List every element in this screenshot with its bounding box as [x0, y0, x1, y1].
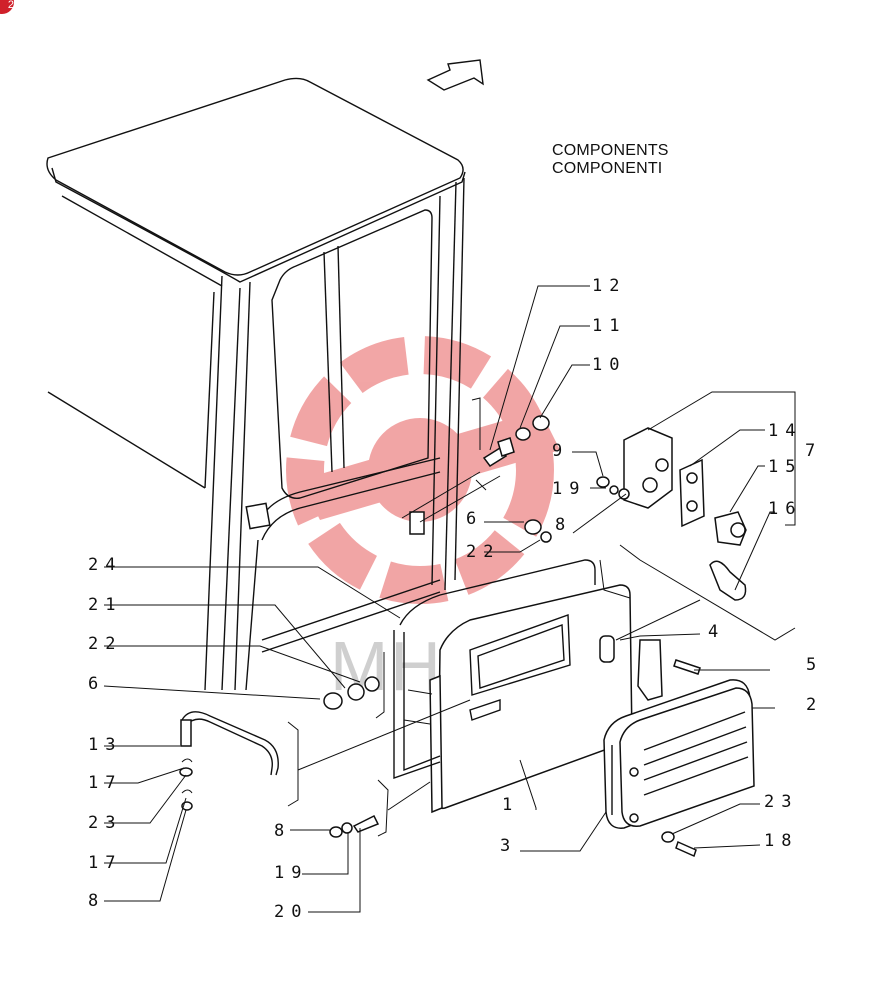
callout-21: 21	[88, 595, 122, 615]
bolt-20	[352, 814, 380, 833]
support-rod	[180, 711, 279, 776]
callout-11: 11	[592, 316, 626, 336]
callout-23: 23	[88, 813, 122, 833]
callout-20: 20	[274, 902, 308, 922]
nut-6-left	[323, 692, 343, 710]
callout-17: 17	[88, 773, 122, 793]
callout-6: 6	[466, 509, 483, 529]
washer-23-rod	[179, 767, 193, 777]
direction-arrow-icon	[426, 59, 484, 91]
watermark-logo	[286, 336, 560, 604]
callout-leaders	[103, 285, 796, 913]
callout-9: 9	[552, 441, 569, 461]
callout-24: 24	[88, 555, 122, 575]
callout-2: 2	[806, 695, 823, 715]
door-panel	[429, 584, 633, 814]
washer-23	[661, 831, 675, 843]
title-italian: COMPONENTI	[552, 160, 663, 177]
callout-19: 19	[552, 479, 586, 499]
callout-7: 7	[805, 441, 822, 461]
nut-6	[524, 519, 542, 535]
callout-14: 14	[768, 421, 802, 441]
nut-9	[596, 476, 610, 488]
title-english: COMPONENTS	[552, 142, 669, 159]
cab-frame	[47, 177, 465, 691]
callout-5: 5	[806, 655, 823, 675]
callout-8: 8	[555, 515, 572, 535]
callout-13: 13	[88, 735, 122, 755]
callout-18: 18	[764, 831, 798, 851]
door-seal	[393, 559, 596, 779]
callout-19-bottom: 19	[274, 863, 308, 883]
callout-22: 22	[466, 542, 500, 562]
callout-4: 4	[708, 622, 725, 642]
washer-22-left	[364, 676, 380, 692]
washer-19	[609, 485, 619, 495]
door-handle	[637, 639, 701, 701]
washer-21	[347, 683, 365, 701]
diagram-title: COMPONENTS COMPONENTI	[552, 142, 669, 178]
callout-1: 1	[502, 795, 519, 815]
washer-22	[540, 531, 552, 543]
callout-16: 16	[768, 499, 802, 519]
callout-12: 12	[592, 276, 626, 296]
callout-labels: 12 11 10 9 19 8 14 15 7 16 6 22 24 21 22…	[88, 276, 823, 922]
callout-6-left: 6	[88, 674, 105, 694]
washer-8	[618, 488, 630, 500]
cab-roof	[46, 77, 466, 283]
washer-8-bottom	[329, 826, 343, 838]
callout-22-left: 22	[88, 634, 122, 654]
callout-23-right: 23	[764, 792, 798, 812]
callout-3: 3	[500, 836, 517, 856]
screw-18	[675, 840, 697, 858]
washer-19-bottom	[341, 822, 353, 834]
latch-assembly	[623, 427, 747, 601]
callout-8-bottom: 8	[274, 821, 291, 841]
window-cover	[603, 679, 755, 829]
callout-17-lower: 17	[88, 853, 122, 873]
callout-15: 15	[768, 457, 802, 477]
hinge-pin	[482, 415, 550, 468]
callout-10: 10	[592, 355, 626, 375]
callout-8-lower: 8	[88, 891, 105, 911]
